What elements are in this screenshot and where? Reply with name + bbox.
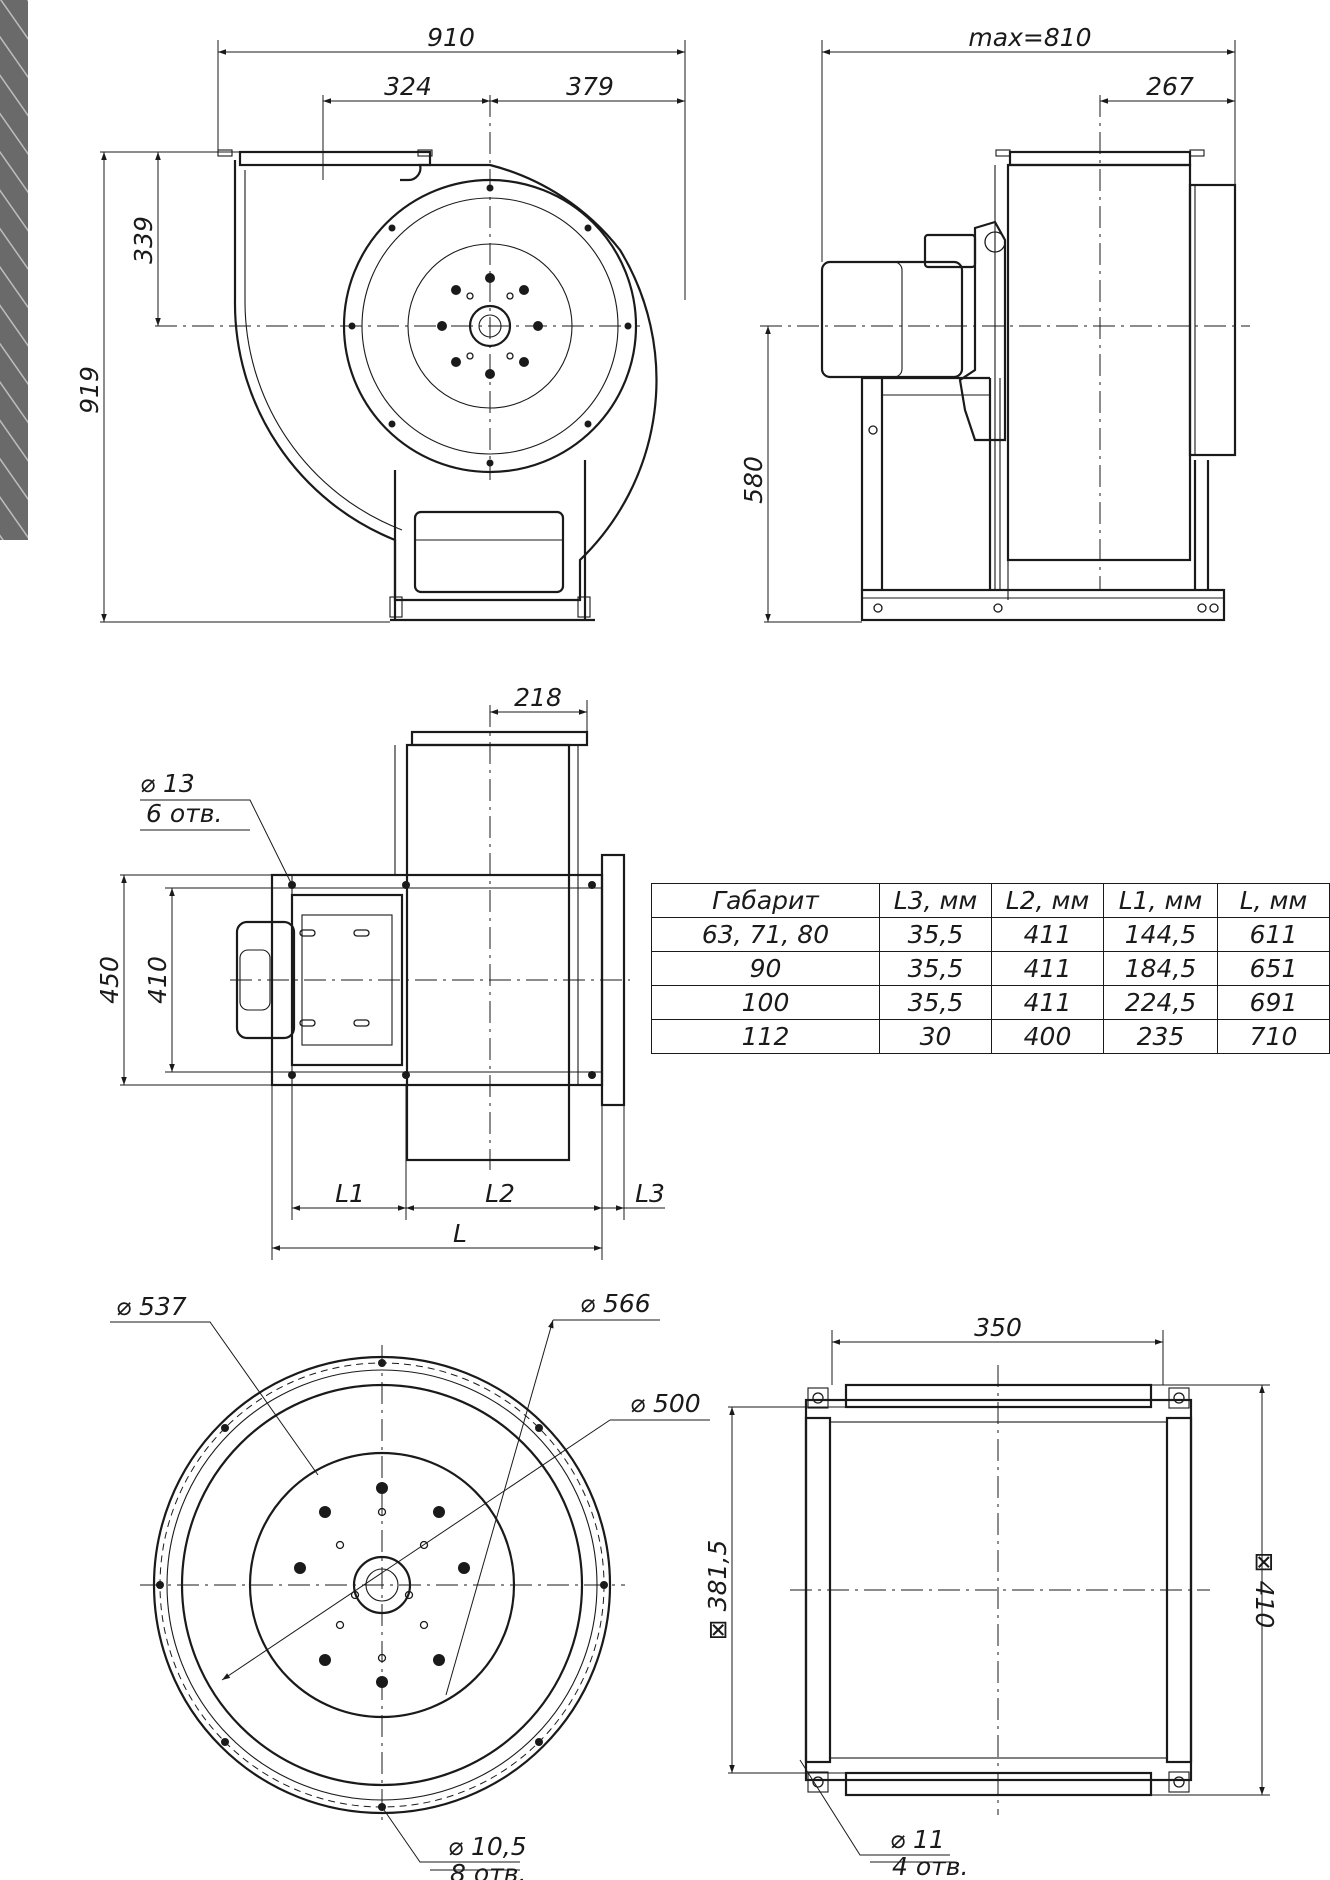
dim-450: 450 [95, 956, 124, 1004]
front-view: 910 324 379 339 919 [75, 23, 686, 623]
dimensions-table: Габарит L3, мм L2, мм L1, мм L, мм 63, 7… [651, 883, 1330, 1054]
label-l1: L1 [335, 1179, 365, 1208]
dim-410-outlet: ⊠ 410 [1250, 1552, 1279, 1629]
dim-324: 324 [384, 72, 432, 101]
inlet-hole-size: ⌀ 10,5 [448, 1832, 527, 1861]
dim-218: 218 [514, 683, 562, 712]
top-hole-size: ⌀ 13 [140, 769, 195, 798]
table-cell: 35,5 [879, 917, 992, 952]
table-header-row: Габарит L3, мм L2, мм L1, мм L, мм [651, 883, 1330, 918]
outlet-hole-size: ⌀ 11 [890, 1825, 945, 1854]
inlet-hole-count: 8 отв. [450, 1859, 526, 1880]
label-l: L [453, 1219, 467, 1248]
table-cell: 224,5 [1103, 985, 1218, 1020]
table-cell: 411 [991, 917, 1104, 952]
table-header-cell: L3, мм [879, 883, 992, 918]
table-header-cell: L1, мм [1103, 883, 1218, 918]
outlet-view: 350 ⊠ 381,5 ⊠ 410 ⌀ 11 4 отв. [703, 1313, 1279, 1880]
table-row: 100 35,5 411 224,5 691 [651, 985, 1330, 1020]
outlet-hole-count: 4 отв. [892, 1852, 968, 1880]
dim-910: 910 [427, 23, 475, 52]
table-cell: 411 [991, 985, 1104, 1020]
dim-350: 350 [974, 1313, 1022, 1342]
dim-max-810: max=810 [968, 23, 1091, 52]
side-view: max=810 267 580 [739, 23, 1250, 623]
dim-339: 339 [129, 216, 158, 264]
table-header-cell: Габарит [651, 883, 880, 918]
table-cell: 710 [1217, 1019, 1330, 1054]
label-l3: L3 [635, 1179, 665, 1208]
dim-580: 580 [739, 456, 768, 504]
table-cell: 691 [1217, 985, 1330, 1020]
top-view: 218 450 410 ⌀ 13 6 отв. L1 L2 L3 L [95, 683, 665, 1260]
table-cell: 611 [1217, 917, 1330, 952]
table-cell: 30 [879, 1019, 992, 1054]
table-row: 90 35,5 411 184,5 651 [651, 951, 1330, 986]
dia-500: ⌀ 500 [630, 1389, 701, 1418]
table-cell: 35,5 [879, 951, 992, 986]
dia-537: ⌀ 537 [116, 1292, 187, 1321]
table-cell: 100 [651, 985, 880, 1020]
top-hole-count: 6 отв. [146, 799, 222, 828]
table-row: 63, 71, 80 35,5 411 144,5 611 [651, 917, 1330, 952]
dim-267: 267 [1146, 72, 1194, 101]
table-cell: 90 [651, 951, 880, 986]
dim-381-5: ⊠ 381,5 [703, 1540, 732, 1640]
label-l2: L2 [485, 1179, 515, 1208]
table-cell: 112 [651, 1019, 880, 1054]
edge-hatch-strip [0, 0, 28, 540]
table-cell: 184,5 [1103, 951, 1218, 986]
dia-566: ⌀ 566 [580, 1289, 651, 1318]
table-header-cell: L, мм [1217, 883, 1330, 918]
table-cell: 651 [1217, 951, 1330, 986]
table-row: 112 30 400 235 710 [651, 1019, 1330, 1054]
table-cell: 63, 71, 80 [651, 917, 880, 952]
dim-919: 919 [75, 366, 104, 414]
dim-379: 379 [566, 72, 614, 101]
table-cell: 411 [991, 951, 1104, 986]
table-header-cell: L2, мм [991, 883, 1104, 918]
table-cell: 400 [991, 1019, 1104, 1054]
table-cell: 235 [1103, 1019, 1218, 1054]
inlet-view: ⌀ 537 ⌀ 566 ⌀ 500 ⌀ 10,5 8 отв. [110, 1289, 710, 1880]
dim-410: 410 [143, 956, 172, 1004]
table-cell: 35,5 [879, 985, 992, 1020]
table-cell: 144,5 [1103, 917, 1218, 952]
